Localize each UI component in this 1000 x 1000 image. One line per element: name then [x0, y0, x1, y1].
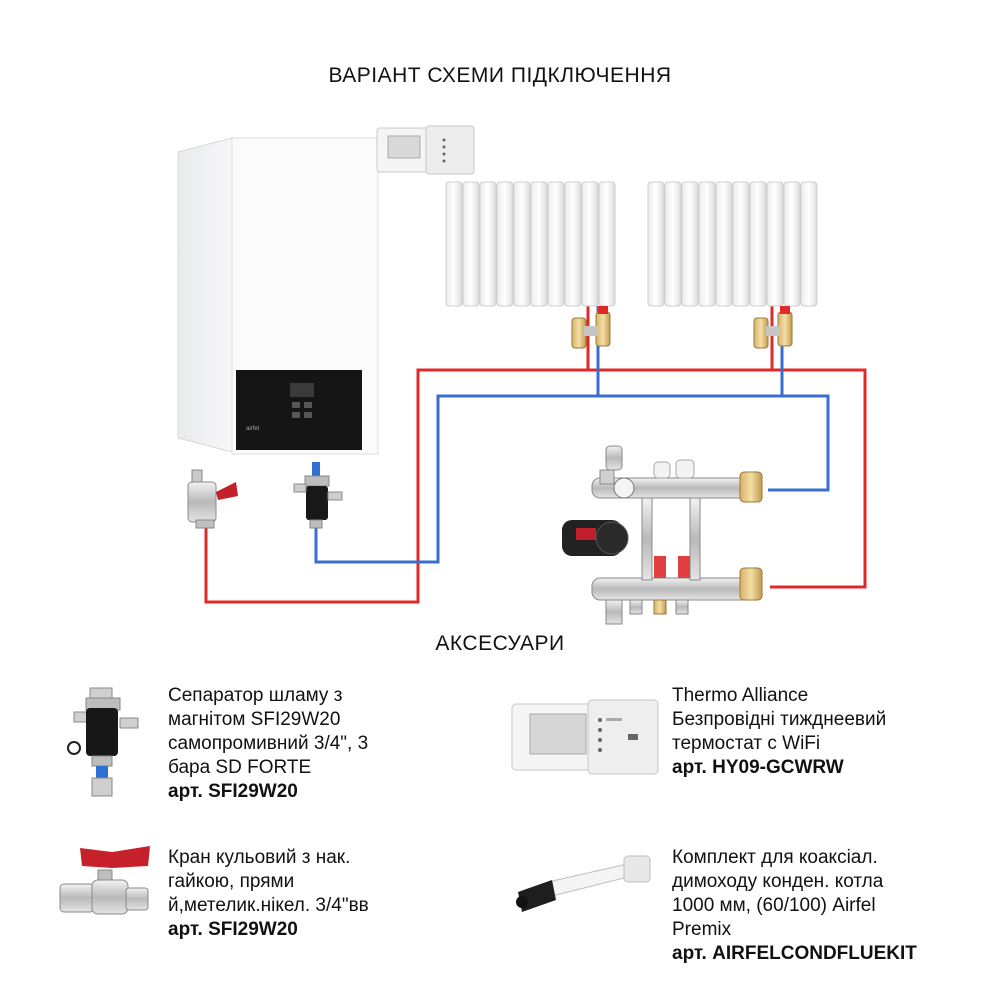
- accessory-line: Thermo Alliance: [672, 685, 809, 706]
- pressure-gauge-icon: [613, 477, 635, 499]
- accessory-line: самопромивний 3/4", 3: [168, 733, 369, 754]
- accessory-line: й,метелик.нікел. 3/4"вв: [168, 895, 369, 916]
- accessory-article: арт. SFI29W20: [168, 781, 298, 802]
- boiler-brand-label: airfel: [246, 426, 259, 432]
- radiator-section: [749, 181, 767, 307]
- accessory-coaxial-flue-kit: Комплект для коаксіал. димоходу конден. …: [672, 846, 917, 966]
- radiator-section: [598, 181, 616, 307]
- accessory-line: Сепаратор шламу з: [168, 685, 343, 706]
- supply-pipes: [204, 306, 867, 604]
- accessory-line: 1000 мм, (60/100) Airfel: [672, 895, 876, 916]
- radiator-section: [479, 181, 497, 307]
- radiator-1: [445, 181, 616, 307]
- coaxial-flue-icon: [516, 855, 651, 912]
- supply-pipe-boiler: [204, 368, 867, 604]
- accessory-line: гайкою, прями: [168, 871, 295, 892]
- boiler-display: [290, 383, 314, 397]
- accessory-line: Комплект для коаксіал.: [672, 847, 878, 868]
- radiator-section: [664, 181, 682, 307]
- accessory-sludge-separator: Сепаратор шламу з магнітом SFI29W20 само…: [168, 684, 368, 804]
- thermostat-icon: [511, 699, 659, 775]
- accessory-ball-valve: Кран кульовий з нак. гайкою, прями й,мет…: [168, 846, 369, 942]
- accessory-article: арт. AIRFELCONDFLUEKIT: [672, 943, 917, 964]
- radiator-section: [581, 181, 599, 307]
- radiator-section: [496, 181, 514, 307]
- accessory-line: Кран кульовий з нак.: [168, 847, 351, 868]
- sludge-separator-icon: [67, 687, 139, 797]
- thermostat-diagram-icon: [376, 125, 475, 175]
- radiator-section: [715, 181, 733, 307]
- gas-boiler: airfel: [177, 137, 379, 455]
- return-pipe-boiler: [314, 394, 830, 564]
- radiator-2: [647, 181, 818, 307]
- radiator-section: [681, 181, 699, 307]
- radiator-section: [513, 181, 531, 307]
- ball-valve-icon: [59, 846, 150, 915]
- section-title-accessories: АКСЕСУАРИ: [435, 632, 565, 655]
- radiator-section: [530, 181, 548, 307]
- accessory-thermostat: Thermo Alliance Безпровідні тижднеевий т…: [672, 684, 886, 780]
- sludge-separator-diagram-icon: [293, 462, 343, 529]
- boiler-control-panel: [236, 370, 362, 450]
- radiator-section: [462, 181, 480, 307]
- radiator-section: [698, 181, 716, 307]
- accessory-line: Premix: [672, 919, 732, 940]
- radiator-section: [800, 181, 818, 307]
- manifold-with-pump: [562, 445, 763, 625]
- accessory-line: димоходу конден. котла: [672, 871, 884, 892]
- radiator-section: [445, 181, 463, 307]
- ball-valve-diagram-icon: [187, 469, 238, 529]
- radiator-section: [564, 181, 582, 307]
- radiator-section: [783, 181, 801, 307]
- radiator-section: [647, 181, 665, 307]
- accessory-line: термостат с WiFi: [672, 733, 821, 754]
- radiator-section: [547, 181, 565, 307]
- accessory-line: бара SD FORTE: [168, 757, 312, 778]
- accessory-line: Безпровідні тижднеевий: [672, 709, 887, 730]
- page-title: ВАРІАНТ СХЕМИ ПІДКЛЮЧЕННЯ: [328, 64, 672, 87]
- radiator-section: [766, 181, 784, 307]
- radiator-section: [732, 181, 750, 307]
- radiator-valve-2: [753, 306, 793, 349]
- accessory-article: арт. HY09-GCWRW: [672, 757, 844, 778]
- radiator-valve-1: [571, 306, 611, 349]
- accessory-line: магнітом SFI29W20: [168, 709, 341, 730]
- accessory-article: арт. SFI29W20: [168, 919, 298, 940]
